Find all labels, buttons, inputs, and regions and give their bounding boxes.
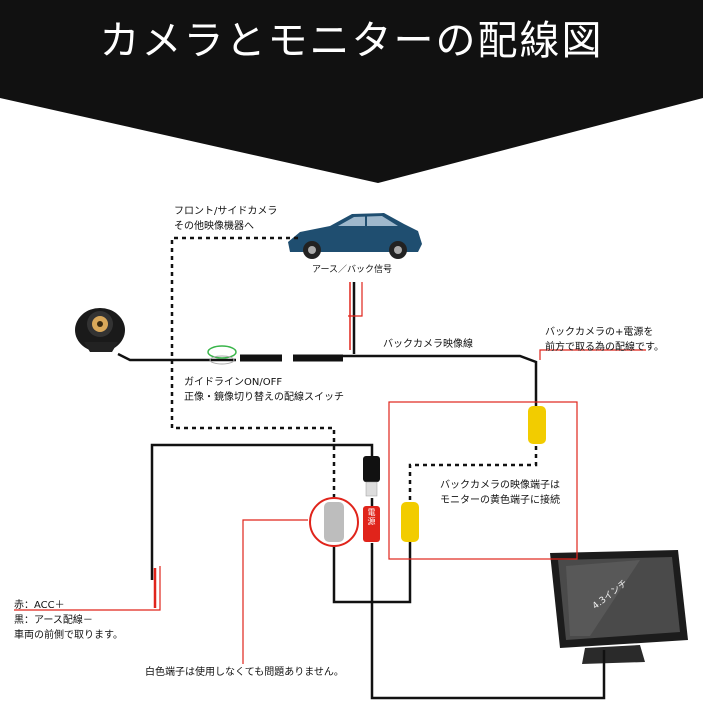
page-title: カメラとモニターの配線図 <box>99 18 604 64</box>
front-camera-label: フロント/サイドカメラ その他映像機器へ <box>174 206 278 232</box>
header-banner <box>0 0 703 183</box>
lcd-monitor-icon <box>550 550 688 664</box>
black-plug <box>363 456 380 482</box>
wires <box>117 282 606 700</box>
power-note-label: バックカメラの+電源を 前方で取る為の配線です。 <box>545 327 664 353</box>
back-video-line-label: バックカメラ映像線 <box>383 339 473 350</box>
power-plug <box>363 506 380 542</box>
annotation-lines <box>14 282 646 664</box>
yellow-plug-monitor <box>401 502 419 542</box>
power-plug-label: 電源 <box>367 508 376 526</box>
acc-note-label: 赤：ACC＋ 黒：アース配線－ 車両の前側で取ります。 <box>14 600 123 641</box>
white-plug <box>324 502 344 542</box>
dashed-wires <box>170 236 538 500</box>
yellow-note-label: バックカメラの映像端子は モニターの黄色端子に接続 <box>440 480 560 506</box>
green-loop <box>207 345 237 359</box>
yellow-plug-camera <box>528 406 546 444</box>
rear-camera-icon <box>75 308 125 352</box>
white-note-label: 白色端子は使用しなくても問題ありません。 <box>145 667 344 678</box>
white-plug-circle <box>309 497 359 547</box>
guide-switch-label: ガイドラインON/OFF 正像・鏡像切り替えの配線スイッチ <box>184 377 344 403</box>
sedan-car-icon <box>288 213 422 259</box>
car-signal-label: アース／バック信号 <box>312 265 393 275</box>
